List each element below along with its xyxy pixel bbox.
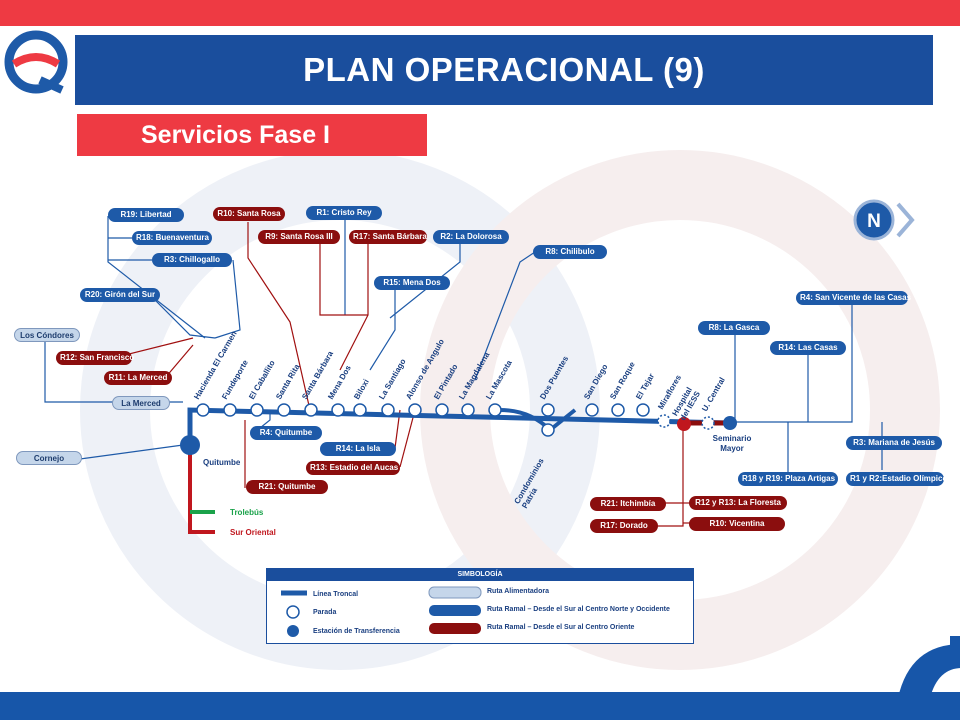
bottom-blue-bar <box>0 692 960 720</box>
sur-oriental-label: Sur Oriental <box>230 528 276 537</box>
brand-logo-icon <box>4 30 68 94</box>
feeder-badge: Los Cóndores <box>14 328 80 342</box>
legend-alimentadora: Ruta Alimentadora <box>487 588 549 595</box>
route-badge: R1: Cristo Rey <box>306 206 382 220</box>
legend-parada: Parada <box>313 609 337 616</box>
page-title: PLAN OPERACIONAL (9) <box>303 51 705 88</box>
legend-ramal-red: Ruta Ramal – Desde el Sur al Centro Orie… <box>487 624 635 631</box>
route-badge: R21: Itchimbía <box>590 497 666 511</box>
red-branch-connections <box>112 222 698 527</box>
route-badge: R4: Quitumbe <box>250 426 322 440</box>
legend-ramal-blue: Ruta Ramal – Desde el Sur al Centro Nort… <box>487 606 670 613</box>
hospital-red-stop-icon <box>677 417 691 431</box>
route-badge: R13: Estadio del Aucas <box>306 461 400 475</box>
route-badge: R18 y R19: Plaza Artigas <box>738 472 838 486</box>
legend-transferencia: Estación de Transferencia <box>313 628 400 635</box>
route-badge: R3: Chillogallo <box>152 253 232 267</box>
route-badge: R18: Buenaventura <box>132 231 212 245</box>
legend-title: SIMBOLOGÍA <box>267 569 693 581</box>
quitumbe-transfer-icon <box>180 435 200 455</box>
route-badge: R17: Dorado <box>590 519 658 533</box>
stops <box>196 403 715 437</box>
route-badge: R8: La Gasca <box>698 321 770 335</box>
trolebus-label: Trolebús <box>230 508 264 517</box>
legend: SIMBOLOGÍA Línea Troncal Parada Estación… <box>266 568 694 644</box>
page-subtitle: Servicios Fase I <box>141 120 331 149</box>
feeder-badge: La Merced <box>112 396 170 410</box>
route-badge: R19: Libertad <box>108 208 184 222</box>
route-badge: R20: Girón del Sur <box>80 288 160 302</box>
north-arrow-icon: N <box>852 196 922 246</box>
title-banner: PLAN OPERACIONAL (9) <box>75 35 933 105</box>
top-red-bar <box>0 0 960 26</box>
route-badge: R1 y R2:Estadio Olímpico <box>846 472 947 486</box>
feeder-badge: Cornejo <box>16 451 82 465</box>
route-badge: R11: La Merced <box>104 371 172 385</box>
route-badge: R10: Vicentina <box>689 517 785 531</box>
route-badge: R12: San Francisco <box>56 351 134 365</box>
route-badge: R8: Chilibulo <box>533 245 607 259</box>
legend-symbols <box>281 586 482 637</box>
route-badge: R12 y R13: La Floresta <box>689 496 787 510</box>
seminario-label: Seminario Mayor <box>712 434 752 453</box>
route-badge: R3: Mariana de Jesús <box>846 436 942 450</box>
route-badge: R14: La Isla <box>320 442 396 456</box>
subtitle-banner: Servicios Fase I <box>77 114 427 156</box>
route-badge: R17: Santa Bárbara <box>349 230 427 244</box>
north-label: N <box>867 211 881 232</box>
quitumbe-label: Quitumbe <box>203 458 241 467</box>
route-badge: R4: San Vicente de las Casas <box>796 291 911 305</box>
route-badge: R2: La Dolorosa <box>433 230 509 244</box>
corner-decoration <box>898 636 960 698</box>
route-badge: R10: Santa Rosa <box>213 207 285 221</box>
route-badge: R14: Las Casas <box>770 341 846 355</box>
seminario-transfer-icon <box>723 416 737 430</box>
legend-troncal: Línea Troncal <box>313 591 359 598</box>
route-badge: R21: Quitumbe <box>246 480 328 494</box>
route-badge: R15: Mena Dos <box>374 276 450 290</box>
route-badge: R9: Santa Rosa III <box>258 230 340 244</box>
